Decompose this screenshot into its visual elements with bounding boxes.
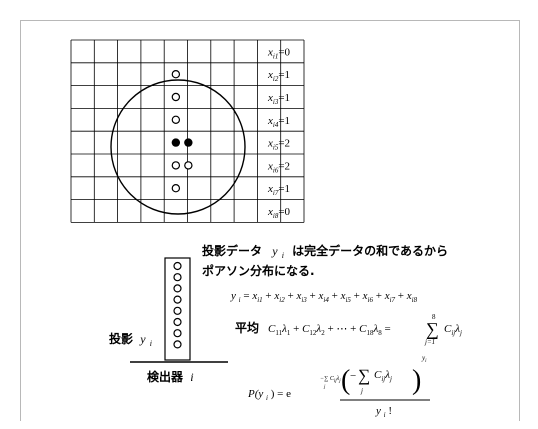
ray-label: xi2=1 bbox=[267, 69, 290, 83]
projection-label-var: y bbox=[139, 332, 146, 346]
numerator-sum-sign: ∑ bbox=[358, 366, 370, 385]
sum-lhs-var: y bbox=[230, 290, 236, 302]
detector-dot bbox=[173, 340, 182, 349]
sum-lower-limit: j=1 bbox=[424, 338, 435, 346]
detector-dot bbox=[173, 317, 182, 327]
detector-column bbox=[164, 257, 191, 361]
denominator: y i ! bbox=[375, 405, 392, 420]
detector-dot bbox=[173, 306, 182, 315]
ray-label: xi3=1 bbox=[267, 92, 290, 106]
photon-dots bbox=[171, 69, 193, 193]
open-dot bbox=[184, 161, 193, 170]
paren-left: ( bbox=[341, 365, 350, 396]
ray-label: xi7=1 bbox=[267, 183, 290, 197]
numerator-sum-index: j bbox=[360, 387, 363, 395]
poisson-lhs: P(y i ) = e bbox=[247, 388, 291, 403]
poisson-formula: P(y i ) = e −∑ Cijλj j ( ) − ∑ j Cijλj y… bbox=[247, 354, 430, 420]
paren-right: ) bbox=[412, 365, 421, 396]
sum-sign: ∑ bbox=[426, 319, 439, 339]
ray-label: xi1=0 bbox=[267, 46, 291, 60]
detector-dot bbox=[173, 261, 182, 271]
text-line-1-a: 投影データ bbox=[202, 243, 262, 258]
numerator-power: yi bbox=[421, 354, 427, 364]
field-of-view-circle bbox=[110, 79, 246, 215]
filled-dot bbox=[171, 138, 181, 147]
open-dot bbox=[171, 69, 181, 79]
denominator-sub: i bbox=[384, 411, 386, 419]
open-dot bbox=[171, 115, 181, 125]
ray-label: xi6=2 bbox=[267, 160, 290, 174]
poisson-lhs-close: ) = e bbox=[271, 388, 291, 400]
poisson-lhs-sub: i bbox=[266, 394, 268, 402]
mean-formula: C11λ1 + C12λ2 + ⋯ + C18λ8 = bbox=[268, 323, 391, 337]
ray-label: xi8=0 bbox=[267, 206, 291, 220]
projection-label-text: 投影 bbox=[109, 331, 133, 346]
detector-label: 検出器 i bbox=[147, 369, 194, 384]
text-line-1: 投影データ y i は完全データの和であるから bbox=[202, 243, 448, 261]
detector-dot bbox=[173, 273, 182, 282]
poisson-exponent-index: j bbox=[323, 385, 326, 390]
poisson-exponent: −∑ Cijλj bbox=[320, 376, 341, 384]
mean-label: 平均 bbox=[235, 320, 259, 335]
detector-dot bbox=[173, 329, 182, 338]
sum-lhs-sub: i bbox=[239, 296, 241, 304]
ray-labels: xi1=0 xi2=1 xi3=1 xi4=1 xi5=2 xi6=2 xi7=1 xi8=0 bbox=[267, 46, 291, 220]
text-line-1-b: は完全データの和であるから bbox=[292, 243, 448, 258]
open-dot bbox=[171, 161, 181, 170]
detector-label-var: i bbox=[190, 370, 193, 384]
ray-label: xi4=1 bbox=[267, 115, 290, 129]
text-line-1-sub: i bbox=[282, 251, 284, 260]
sum-formula: y i = xi1 + xi2 + xi3 + xi4 + xi5 + xi6 … bbox=[230, 290, 418, 305]
numerator-minus: − bbox=[350, 370, 356, 382]
pixel-grid bbox=[70, 39, 305, 223]
open-dot bbox=[171, 183, 181, 193]
poisson-lhs-p: P(y bbox=[247, 388, 263, 400]
denominator-tail: ! bbox=[388, 405, 392, 417]
text-line-2: ポアソン分布になる. bbox=[202, 263, 315, 278]
detector-dot bbox=[173, 284, 182, 293]
numerator-term: Cijλj bbox=[374, 369, 392, 383]
detector-dots bbox=[173, 261, 182, 349]
denominator-var: y bbox=[375, 405, 381, 417]
mean-sum: 8 ∑ j=1 Cijλj bbox=[424, 313, 462, 346]
sum-upper-limit: 8 bbox=[432, 313, 436, 321]
open-dot bbox=[171, 92, 181, 102]
sum-term: Cijλj bbox=[444, 323, 462, 337]
detector-dot bbox=[173, 295, 182, 304]
projection-label: 投影 y i bbox=[109, 331, 152, 348]
ray-label: xi5=2 bbox=[267, 138, 290, 152]
sum-equals: = bbox=[243, 290, 252, 302]
projection-label-sub: i bbox=[150, 339, 152, 348]
slide-frame bbox=[20, 20, 520, 421]
detector-label-text: 検出器 bbox=[147, 369, 184, 384]
text-line-1-var: y bbox=[271, 244, 278, 258]
filled-dot bbox=[184, 138, 193, 147]
